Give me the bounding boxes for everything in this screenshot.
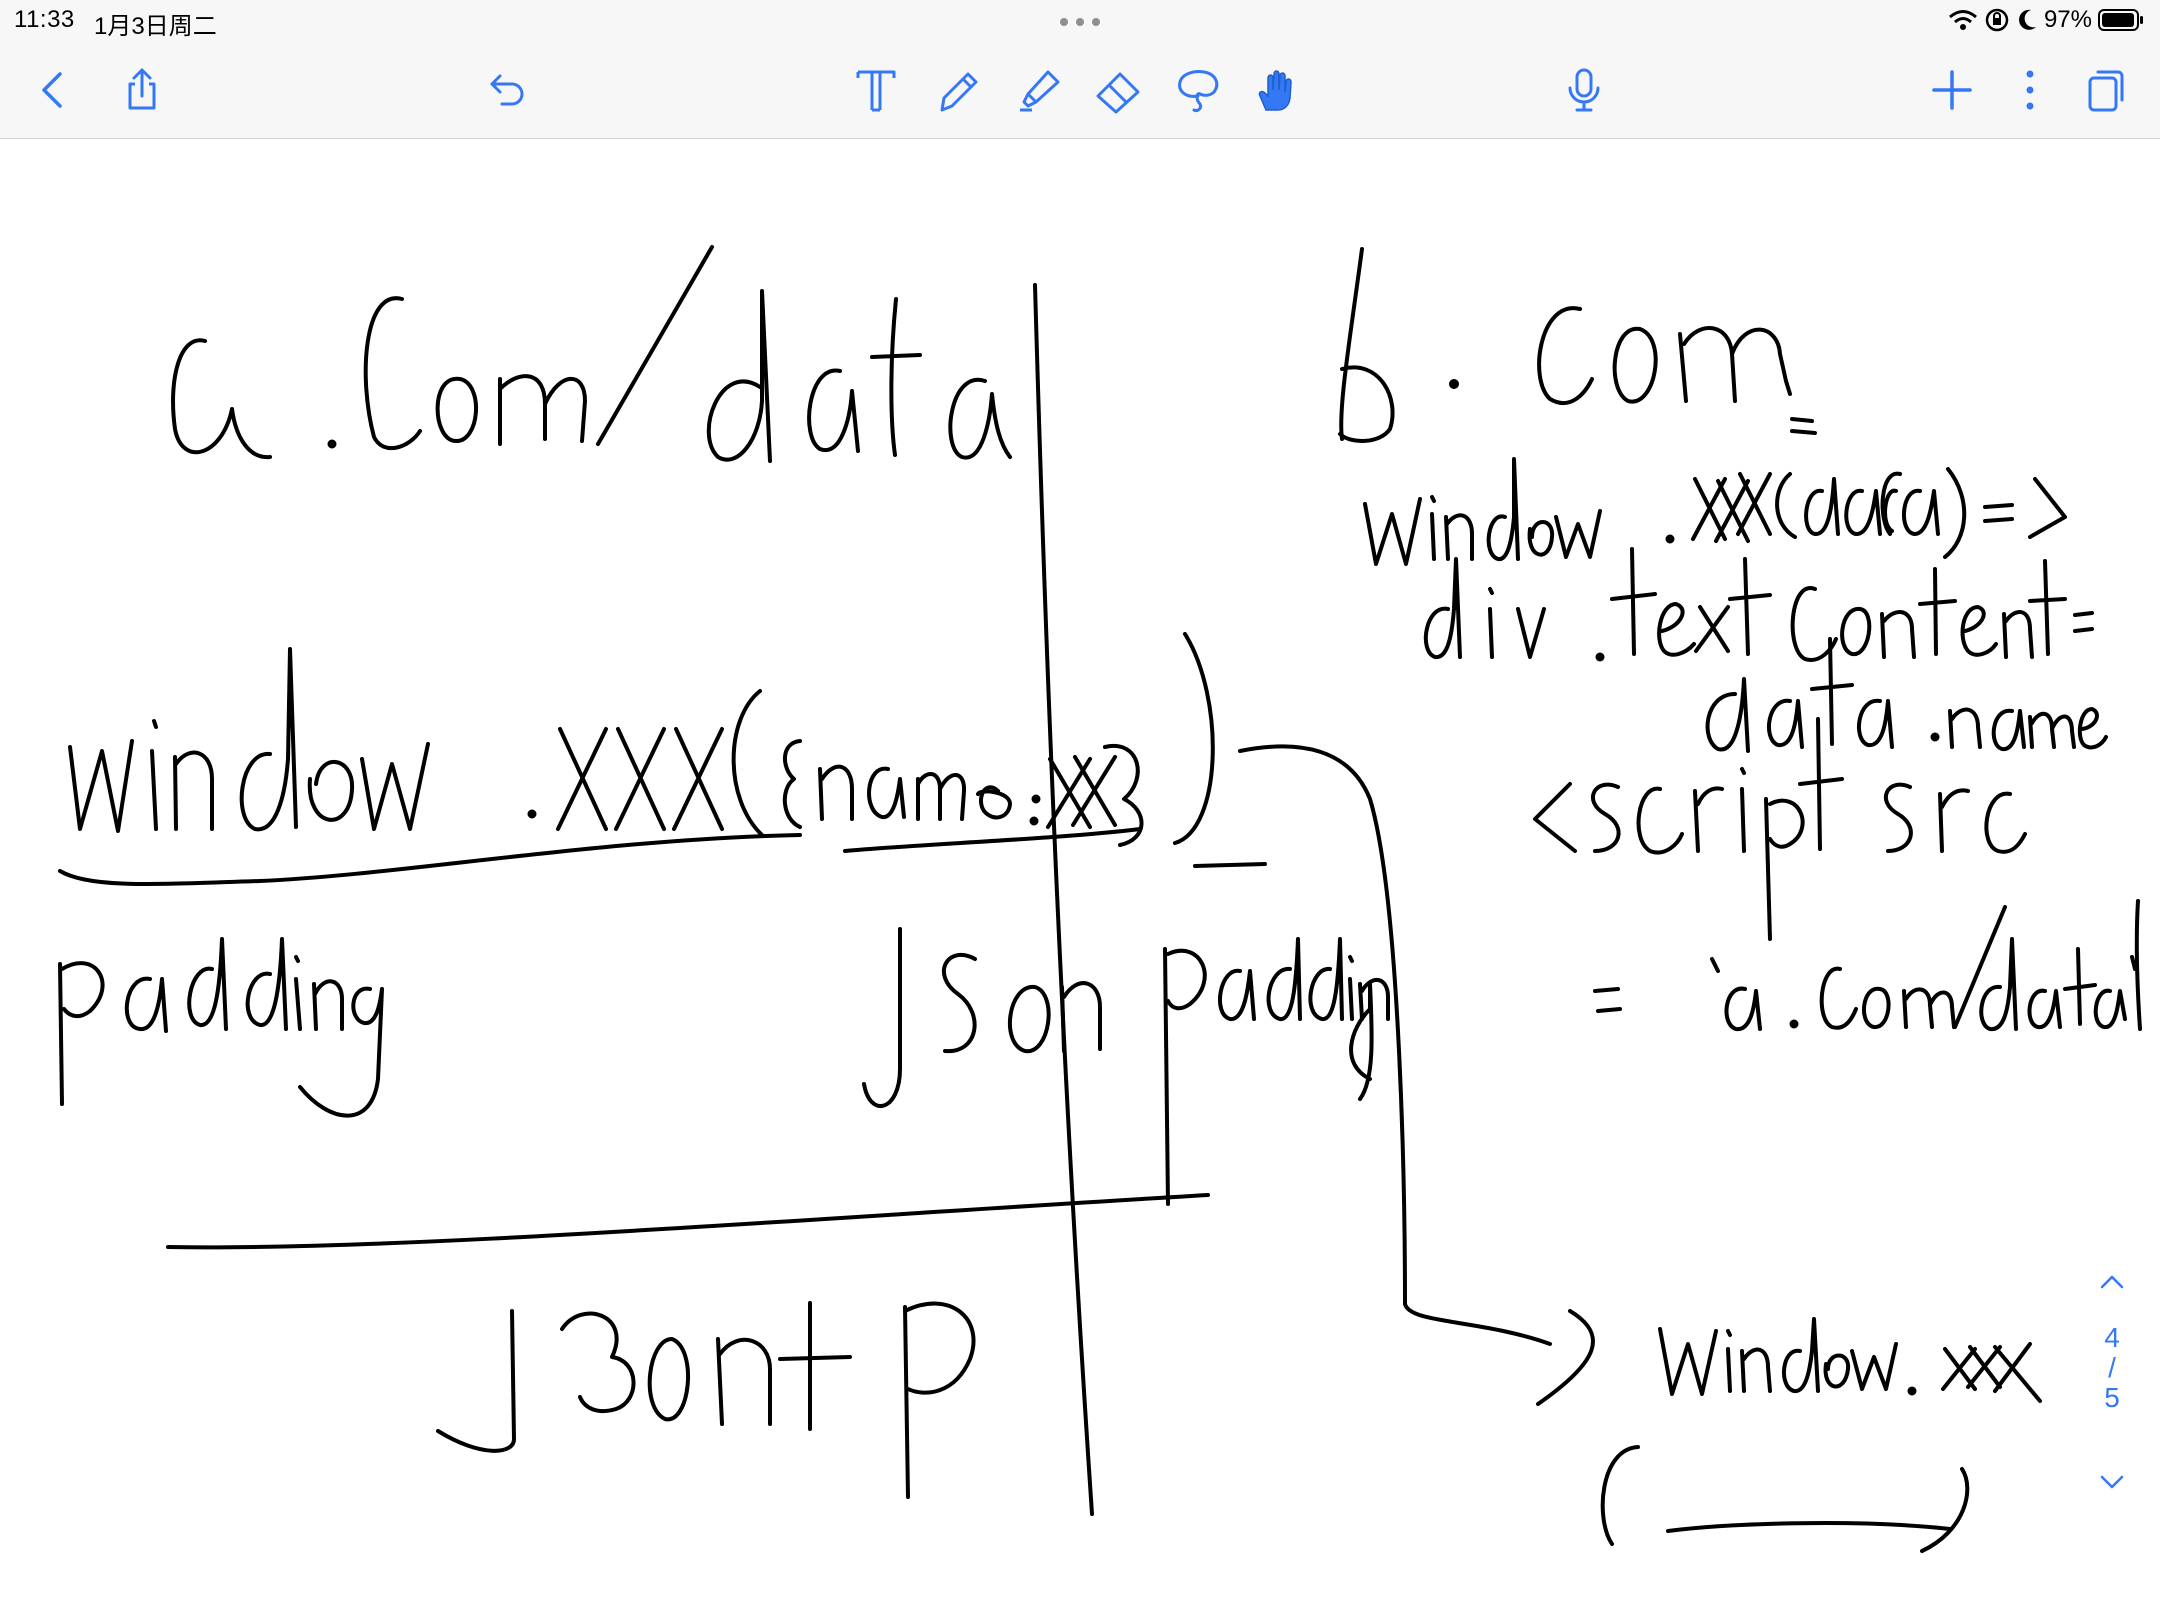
page-indicator: 4 / 5 <box>2092 1262 2132 1502</box>
chevron-down-icon <box>2100 1475 2124 1489</box>
status-date: 1月3日周二 <box>94 13 217 40</box>
more-button[interactable] <box>2002 62 2058 118</box>
handwriting-layer <box>58 245 2142 1553</box>
stroke-padding-left <box>58 937 384 1118</box>
eraser-tool-icon <box>1096 72 1140 114</box>
pages-button[interactable] <box>2078 62 2134 118</box>
stroke-window-xxx-bottom <box>1658 1317 2042 1403</box>
stroke-b-com <box>1338 247 1817 443</box>
share-icon <box>128 68 156 110</box>
status-bar: 11:33 1月3日周二 97% <box>0 0 2160 42</box>
stroke-a-com-data-src <box>1593 899 2142 1032</box>
highlighter-tool-icon <box>1020 70 1060 112</box>
status-right-group: 97% <box>1948 4 2144 36</box>
pen-tool-icon <box>940 72 978 112</box>
wifi-icon <box>1948 10 1977 30</box>
share-button[interactable] <box>114 62 170 118</box>
hand-tool-icon <box>1258 70 1292 111</box>
stroke-jsonp <box>436 1301 976 1499</box>
microphone-icon <box>1568 68 1600 112</box>
multitasking-dots-icon[interactable] <box>1056 16 1104 28</box>
highlighter-tool-button[interactable] <box>1010 62 1066 118</box>
toolbar <box>0 42 2160 139</box>
note-canvas[interactable]: 4 / 5 <box>0 139 2160 1620</box>
undo-button[interactable] <box>480 62 536 118</box>
text-tool-icon <box>856 70 896 112</box>
stroke-window-xxx-name <box>58 632 1267 886</box>
pages-icon <box>2088 70 2124 112</box>
page-total: 5 <box>2104 1382 2120 1413</box>
stroke-window-xxx-data <box>1363 457 2067 566</box>
page-separator: / <box>2108 1352 2116 1383</box>
more-icon <box>2026 70 2034 110</box>
stroke-vertical-divider <box>1033 283 1094 1516</box>
status-time: 11:33 <box>14 6 75 33</box>
hand-tool-button[interactable] <box>1248 62 1304 118</box>
back-button[interactable] <box>26 62 82 118</box>
stroke-json-padding <box>862 927 1390 1206</box>
pen-tool-button[interactable] <box>930 62 986 118</box>
lasso-tool-button[interactable] <box>1170 62 1226 118</box>
page-down-button[interactable] <box>2092 1462 2132 1502</box>
microphone-button[interactable] <box>1556 62 1612 118</box>
add-icon <box>1932 70 1972 110</box>
stroke-a-com-data <box>171 245 1012 463</box>
add-button[interactable] <box>1924 62 1980 118</box>
page-up-button[interactable] <box>2092 1262 2132 1302</box>
stroke-parens-blank <box>1600 1445 1970 1553</box>
stroke-connector-arrow <box>1238 744 1595 1406</box>
moon-icon <box>2019 9 2036 30</box>
lasso-tool-icon <box>1178 70 1219 112</box>
battery-percent: 97% <box>2043 6 2092 33</box>
page-current: 4 <box>2104 1322 2120 1353</box>
text-tool-button[interactable] <box>848 62 904 118</box>
back-icon <box>42 72 62 108</box>
stroke-data-name <box>1705 637 2108 753</box>
battery-icon <box>2098 9 2143 31</box>
eraser-tool-button[interactable] <box>1090 62 1146 118</box>
chevron-up-icon <box>2100 1275 2124 1289</box>
undo-icon <box>490 74 524 106</box>
stroke-script-src <box>1533 717 2027 941</box>
stroke-div-textcontent <box>1423 547 2094 662</box>
stroke-middle-line <box>166 1193 1210 1250</box>
orientation-lock-icon <box>1985 8 2009 32</box>
